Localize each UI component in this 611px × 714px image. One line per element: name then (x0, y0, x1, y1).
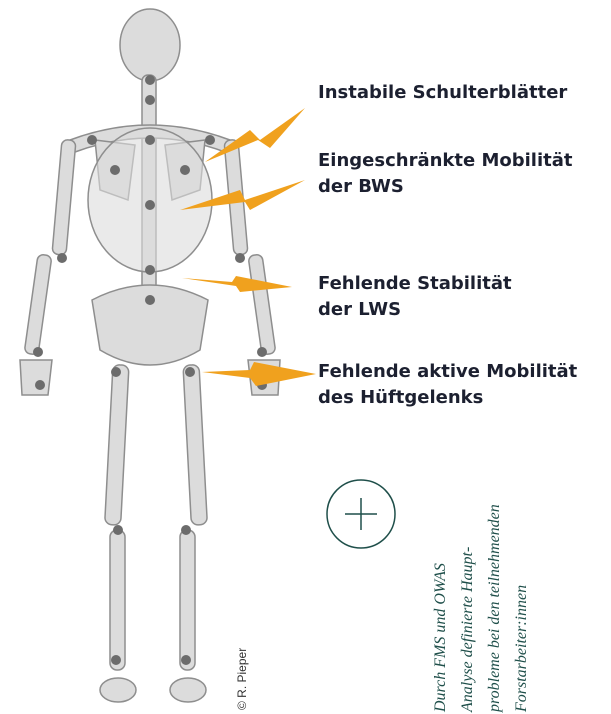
right-tibia (180, 530, 195, 670)
right-foot (170, 678, 206, 702)
label-line: des Hüftgelenks (318, 387, 483, 408)
label-bws: Eingeschränkte Mobilität der BWS (318, 148, 573, 200)
left-humerus (52, 139, 76, 255)
note-line: Analyse definierte Haupt- (454, 452, 481, 712)
label-line: der BWS (318, 176, 404, 197)
label-line: Instabile Schulterblätter (318, 82, 567, 103)
left-femur (105, 365, 129, 526)
right-forearm (248, 254, 276, 355)
label-line: Eingeschränkte Mobilität (318, 150, 573, 171)
note-line: Durch FMS und OWAS (427, 452, 454, 712)
note-line: Forstarbeiter:innen (508, 452, 535, 712)
plus-icon (325, 478, 397, 550)
right-femur (183, 365, 207, 526)
label-hip: Fehlende aktive Mobilität des Hüftgelenk… (318, 359, 577, 411)
left-tibia (110, 530, 125, 670)
photo-credit: © R. Pieper (235, 648, 249, 710)
bolt-shoulder (205, 108, 305, 162)
left-forearm (24, 254, 52, 355)
bolt-hip (202, 362, 316, 386)
left-hand (20, 360, 52, 395)
skull (120, 9, 180, 81)
label-line: der LWS (318, 299, 401, 320)
label-line: Fehlende aktive Mobilität (318, 361, 577, 382)
note-line: probleme bei den teilnehmenden (481, 452, 508, 712)
label-line: Fehlende Stabilität (318, 273, 512, 294)
bolt-lws (182, 276, 292, 292)
left-foot (100, 678, 136, 702)
side-note: Durch FMS und OWAS Analyse definierte Ha… (427, 452, 535, 712)
label-shoulder-blades: Instabile Schulterblätter (318, 80, 567, 106)
label-lws: Fehlende Stabilität der LWS (318, 271, 512, 323)
